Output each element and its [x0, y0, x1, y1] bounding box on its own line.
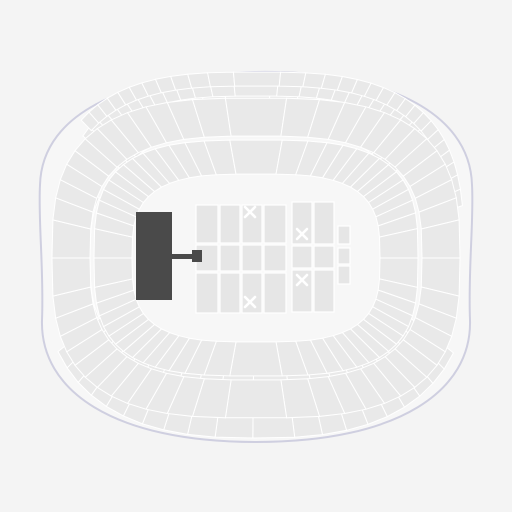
x-marker-icon — [295, 273, 309, 287]
suite-row-section[interactable] — [206, 71, 236, 88]
stage-runway[interactable] — [172, 254, 196, 259]
floor-section[interactable] — [313, 245, 335, 269]
floor-section[interactable] — [313, 201, 335, 245]
x-marker-icon — [295, 227, 309, 241]
floor-section[interactable] — [263, 272, 287, 314]
floor-section[interactable] — [241, 244, 263, 272]
floor-section[interactable] — [195, 204, 219, 244]
x-marker-icon — [243, 295, 257, 309]
x-marker-icon — [243, 205, 257, 219]
floor-section[interactable] — [337, 225, 351, 245]
floor-section[interactable] — [219, 244, 241, 272]
stage-b-platform[interactable] — [192, 250, 202, 262]
floor-section[interactable] — [263, 244, 287, 272]
floor-section[interactable] — [195, 272, 219, 314]
lower-bowl-outer-section[interactable] — [224, 379, 288, 419]
lower-bowl — [51, 97, 461, 419]
lower-bowl-section[interactable] — [229, 139, 283, 175]
lower-bowl-section[interactable] — [378, 227, 419, 259]
floor-section[interactable] — [219, 272, 241, 314]
lower-bowl-outer-section[interactable] — [420, 219, 461, 259]
suite-row-section[interactable] — [278, 71, 307, 88]
lower-bowl-section[interactable] — [229, 341, 283, 377]
floor-section[interactable] — [291, 269, 313, 313]
lower-bowl-outer-section[interactable] — [224, 97, 288, 137]
floor-section[interactable] — [291, 245, 313, 269]
markers — [243, 205, 309, 309]
floor-section[interactable] — [219, 204, 241, 244]
floor-sections — [195, 201, 351, 314]
floor-section[interactable] — [337, 265, 351, 285]
stage — [136, 212, 202, 300]
floor-section[interactable] — [313, 269, 335, 313]
floor-section[interactable] — [263, 204, 287, 244]
floor-section[interactable] — [337, 247, 351, 265]
stage-main[interactable] — [136, 212, 172, 300]
floor-section[interactable] — [291, 201, 313, 245]
suite-row-section[interactable] — [187, 72, 212, 89]
suite-row-section[interactable] — [232, 71, 282, 87]
floor-section[interactable] — [241, 272, 263, 314]
